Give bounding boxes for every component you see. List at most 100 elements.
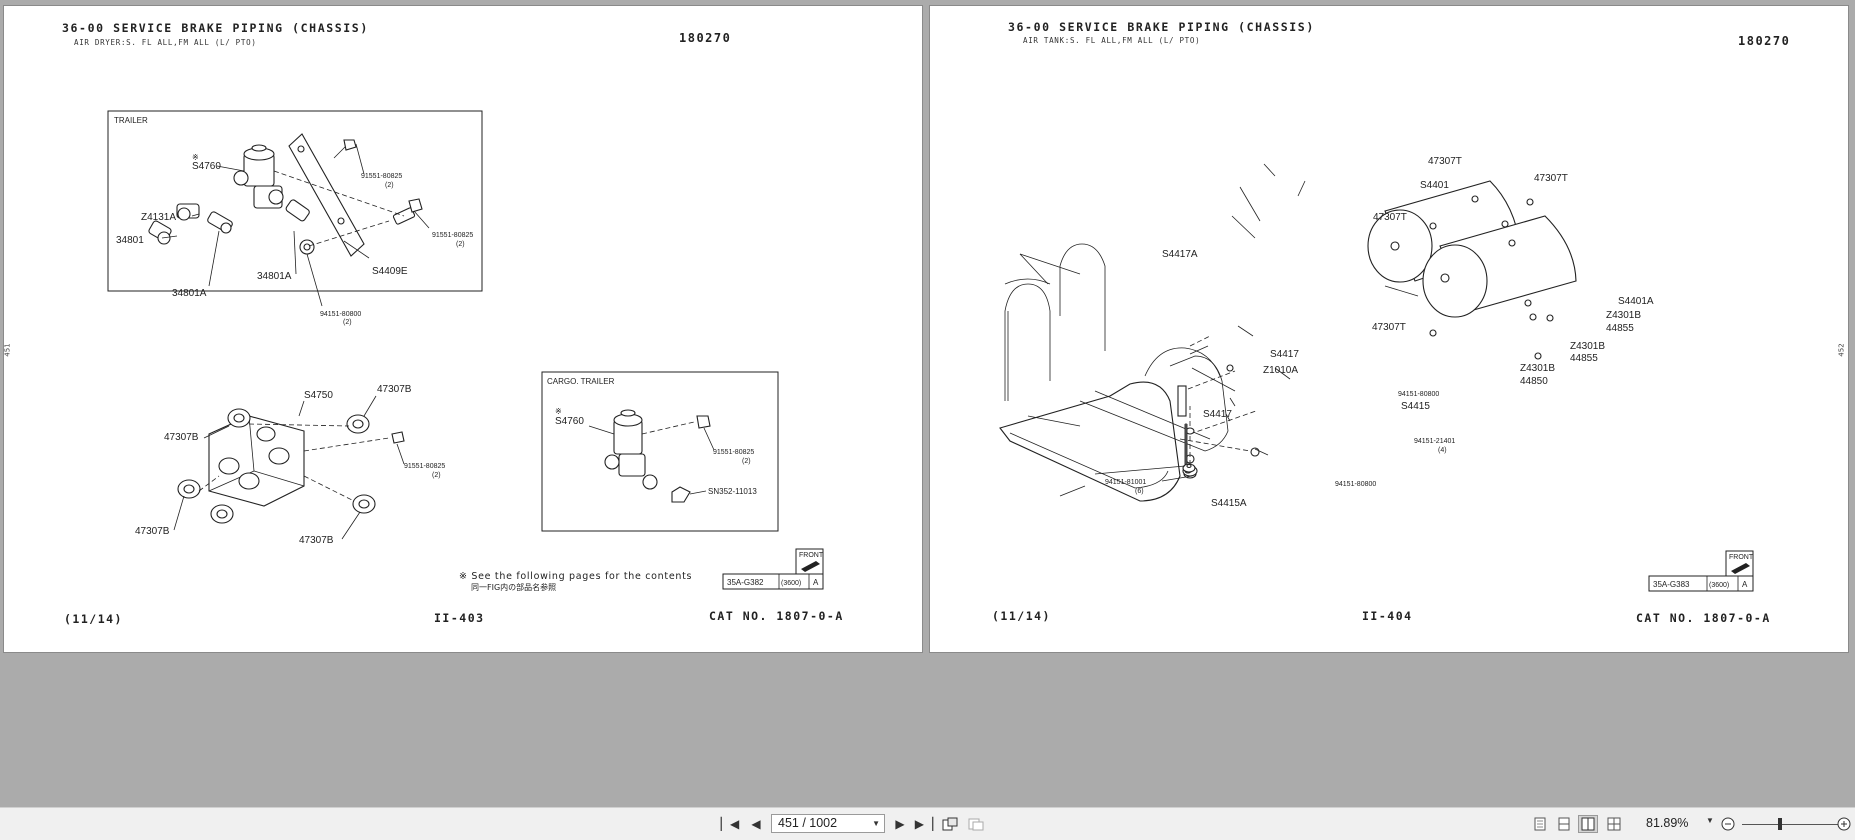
assembly-line [248, 423, 350, 427]
leader-line [1231, 215, 1256, 239]
assembly-line [641, 421, 695, 435]
zoom-in-button[interactable] [1834, 815, 1854, 833]
callout-47307b-top-right: 47307B [377, 384, 412, 395]
leader-line [191, 213, 200, 217]
callout-s4760: S4760 [192, 161, 221, 172]
leader-line [1229, 397, 1236, 407]
footer-sheet: (11/14) [64, 612, 123, 626]
callout-94151-qty: (2) [343, 319, 352, 326]
callout-s4415a: S4415A [1211, 498, 1247, 509]
callout-44855-2: 44855 [1570, 353, 1598, 364]
leader-line [1019, 253, 1049, 285]
callout-cargo-91551-qty: (2) [742, 458, 751, 465]
callout-94151: 94151-80800 [320, 311, 361, 318]
callout-s4409e: S4409E [372, 266, 408, 277]
callout-s4417-left: S4417 [1203, 409, 1232, 420]
callout-cargo-s4760: S4760 [555, 416, 584, 427]
footer-page-code: II-404 [1362, 609, 1413, 623]
manifold-edge [253, 470, 305, 487]
leader-line [293, 230, 297, 275]
callout-94151-21401-qty: (4) [1438, 447, 1447, 454]
leader-line [161, 235, 178, 239]
left-page: 36-00 SERVICE BRAKE PIPING (CHASSIS) AIR… [3, 5, 923, 653]
leader-line [203, 425, 230, 439]
callout-47307b-left: 47307B [164, 432, 199, 443]
chevron-down-icon[interactable]: ▼ [872, 819, 880, 828]
rotate-button[interactable] [940, 815, 960, 833]
page-number-input[interactable]: 451 / 1002 ▼ [771, 814, 885, 833]
first-page-icon: ▏◀ [720, 817, 740, 831]
chevron-down-icon[interactable]: ▼ [1706, 816, 1714, 825]
leader-line [216, 165, 245, 172]
callout-44855-1: 44855 [1606, 323, 1634, 334]
tank-fittings [1429, 195, 1554, 360]
leader-line [173, 495, 185, 531]
manifold-port [238, 472, 260, 490]
callout-47307b-bottom-right: 47307B [299, 535, 334, 546]
u-bolt [1004, 283, 1051, 401]
leader-line [306, 253, 323, 307]
assembly-line [1189, 410, 1257, 435]
tank-band-arc [1144, 347, 1221, 377]
zoom-out-button[interactable] [1718, 815, 1738, 833]
stamp-code: 35A-G383 [1653, 580, 1690, 589]
air-tank-end [1367, 209, 1433, 283]
leader-line [341, 511, 361, 540]
stamp-row [1648, 575, 1754, 592]
facing-continuous-icon [1607, 817, 1621, 831]
assembly-line [198, 475, 220, 492]
view-button[interactable] [966, 815, 986, 833]
stamp-qty: (3600) [1709, 582, 1729, 589]
zoom-in-icon [1837, 817, 1851, 831]
callout-z4301b-3: Z4301B [1520, 363, 1555, 374]
right-page: 36-00 SERVICE BRAKE PIPING (CHASSIS) AIR… [929, 5, 1849, 653]
facing-pages-icon [1581, 817, 1595, 831]
front-arrow-icon [1731, 563, 1750, 574]
zoom-slider-thumb[interactable] [1778, 818, 1782, 830]
continuous-icon [1558, 817, 1570, 831]
leader-line [1297, 180, 1306, 197]
bottom-washer-hole [1186, 463, 1192, 469]
facing-continuous-button[interactable] [1604, 815, 1624, 833]
single-page-button[interactable] [1530, 815, 1550, 833]
callout-34801: 34801 [116, 235, 144, 246]
first-page-button[interactable]: ▏◀ [720, 815, 740, 833]
last-page-button[interactable]: ▶▕ [914, 815, 934, 833]
stamp-row [722, 573, 824, 590]
continuous-button[interactable] [1554, 815, 1574, 833]
callout-cargo-sn352: SN352-11013 [708, 487, 757, 496]
drawing-number: 180270 [679, 31, 732, 45]
leader-line [1237, 325, 1254, 337]
callout-47307t-top-right: 47307T [1534, 173, 1568, 184]
assembly-line [1189, 335, 1211, 347]
cargo-trailer-frame [541, 371, 779, 532]
callout-94151-81001-qty: (6) [1135, 488, 1144, 495]
zoom-level[interactable]: 81.89% [1646, 816, 1689, 830]
prev-page-icon: ◀ [751, 817, 761, 831]
callout-47307t-left: 47307T [1373, 212, 1407, 223]
front-stamp-label: FRONT [799, 552, 824, 559]
page-subtitle: AIR DRYER:S. FL ALL,FM ALL (L/ PTO) [74, 38, 257, 47]
stamp-qty: (3600) [781, 580, 801, 587]
leader-line [1263, 163, 1276, 177]
tank-band [999, 381, 1181, 502]
leader-line [355, 143, 365, 175]
zoom-out-icon [1721, 817, 1735, 831]
prev-page-button[interactable]: ◀ [746, 815, 766, 833]
next-page-button[interactable]: ▶ [890, 815, 910, 833]
leader-line [1094, 465, 1186, 475]
viewer-toolbar: ▏◀ ◀ 451 / 1002 ▼ ▶ ▶▕ [0, 807, 1855, 840]
leader-line [363, 395, 377, 417]
zoom-slider-track[interactable] [1742, 824, 1840, 825]
facing-pages-button[interactable] [1578, 815, 1598, 833]
valve-port-right [268, 189, 284, 205]
tank-plug [1440, 273, 1450, 283]
note-text-jp: 同一FIG内の部品名参照 [471, 583, 557, 592]
callout-s4401a: S4401A [1618, 296, 1654, 307]
manifold-port [256, 426, 276, 442]
callout-44850: 44850 [1520, 376, 1548, 387]
rotate-icon [942, 817, 958, 831]
leader-line [1027, 415, 1081, 427]
bracket-hole [337, 217, 345, 225]
valve-port-left [233, 170, 249, 186]
